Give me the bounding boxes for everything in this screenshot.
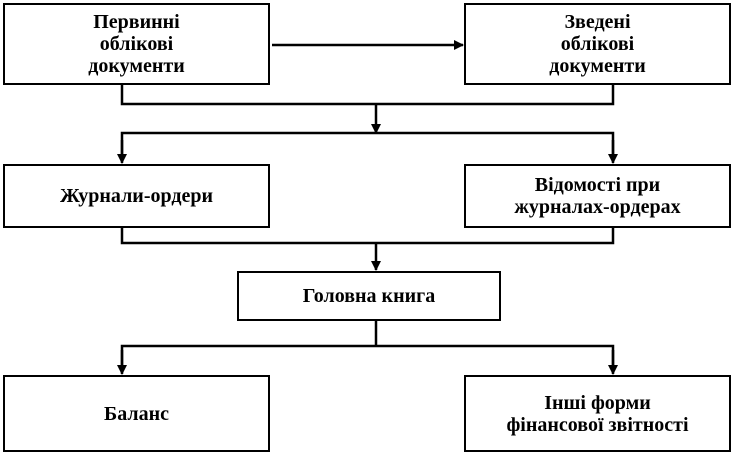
box-summary-docs-label: Зведені облікові документи: [549, 11, 646, 77]
box-primary-docs-label: Первинні облікові документи: [88, 11, 185, 77]
box-balance-label: Баланс: [103, 402, 170, 425]
box-other-reports-label: Інші форми фінансової звітності: [506, 391, 689, 436]
box-primary-docs: Первинні облікові документи: [3, 3, 270, 85]
box-journal-statements: Відомості при журналах-ордерах: [464, 164, 731, 228]
box-journal-statements-label: Відомості при журналах-ордерах: [514, 174, 681, 218]
connector-top-join: [120, 85, 615, 106]
connector-bottom-split: [120, 344, 615, 370]
box-other-reports: Інші форми фінансової звітності: [464, 375, 731, 452]
box-journal-orders-label: Журнали-ордери: [60, 185, 213, 207]
box-general-ledger: Головна книга: [237, 271, 501, 321]
connector-top-split: [120, 131, 615, 160]
connector-middle-join: [120, 228, 615, 245]
box-summary-docs: Зведені облікові документи: [464, 3, 731, 85]
box-journal-orders: Журнали-ордери: [3, 164, 270, 228]
box-general-ledger-label: Головна книга: [302, 285, 436, 307]
box-balance: Баланс: [3, 375, 270, 452]
